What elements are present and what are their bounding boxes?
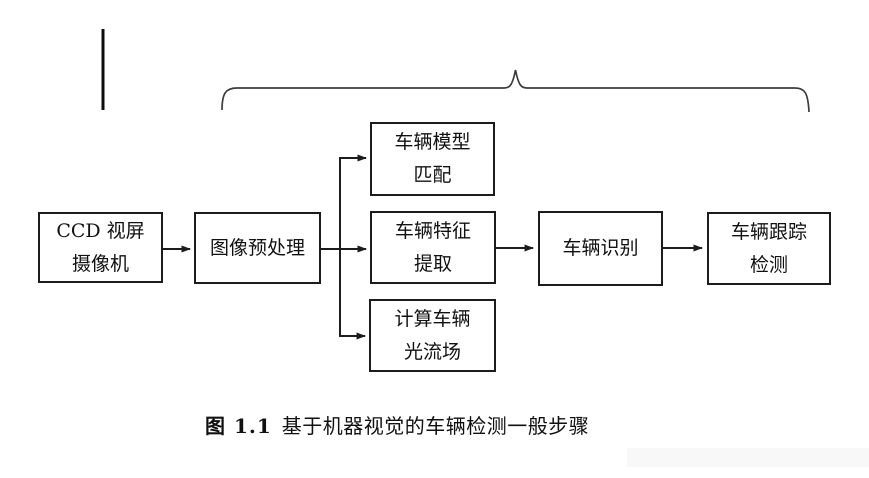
figure-caption-number: 图 1.1 bbox=[205, 414, 272, 438]
node-image-preprocessing: 图像预处理 bbox=[194, 212, 321, 284]
node-vehicle-recognition: 车辆识别 bbox=[538, 211, 663, 286]
node-line: 提取 bbox=[413, 252, 452, 275]
node-line: 计算车辆 bbox=[394, 307, 471, 330]
node-vehicle-tracking-detection: 车辆跟踪 检测 bbox=[707, 212, 831, 285]
node-line: CCD 视屏 bbox=[56, 219, 145, 242]
node-ccd-camera: CCD 视屏 摄像机 bbox=[38, 212, 163, 283]
node-line: 车辆识别 bbox=[562, 237, 639, 260]
figure-caption: 图 1.1 基于机器视觉的车辆检测一般步骤 bbox=[205, 410, 589, 439]
figure-caption-text: 基于机器视觉的车辆检测一般步骤 bbox=[281, 414, 590, 438]
node-line: 光流场 bbox=[403, 340, 461, 363]
node-line: 图像预处理 bbox=[209, 236, 305, 259]
node-line: 车辆跟踪 bbox=[730, 220, 807, 243]
node-line: 摄像机 bbox=[71, 252, 129, 275]
node-vehicle-model-matching: 车辆模型 匹配 bbox=[370, 122, 495, 196]
node-line: 车辆特征 bbox=[394, 219, 471, 242]
node-vehicle-feature-extraction: 车辆特征 提取 bbox=[370, 211, 496, 284]
faint-watermark-band bbox=[627, 448, 869, 467]
node-line: 车辆模型 bbox=[394, 131, 471, 154]
node-line: 匹配 bbox=[413, 164, 452, 186]
node-line: 检测 bbox=[749, 253, 788, 276]
node-vehicle-optical-flow: 计算车辆 光流场 bbox=[369, 299, 496, 372]
overbrace bbox=[221, 69, 810, 113]
